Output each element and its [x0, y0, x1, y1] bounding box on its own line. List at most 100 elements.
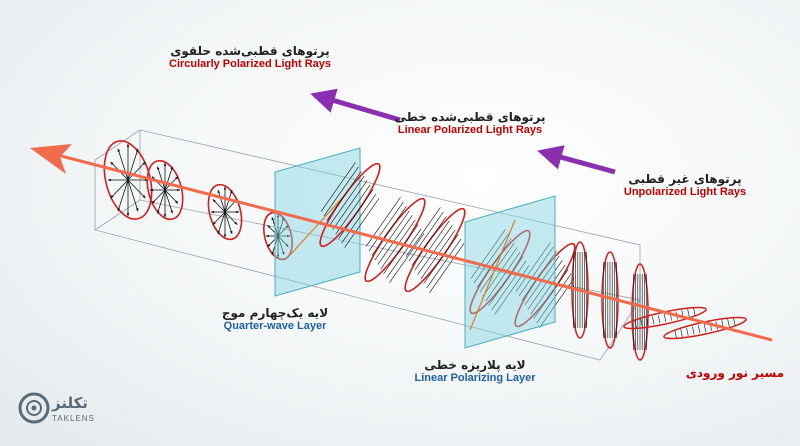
hatch-line	[389, 233, 425, 283]
unpolarized-wave	[571, 241, 747, 361]
hatch-line	[332, 180, 368, 230]
circular-label-fa: پرتوهای قطبی‌شده حلقوی	[170, 44, 330, 58]
vertical-lobe	[571, 241, 589, 339]
hatch-line	[323, 166, 359, 217]
linear-label: پرتوهای قطبی‌شده خطی Linear Polarized Li…	[380, 110, 560, 136]
hatch-line	[426, 238, 462, 289]
hatch-line	[414, 220, 450, 271]
circular-ellipse	[103, 140, 153, 220]
hatch-line	[429, 243, 465, 293]
hatch-line	[491, 260, 527, 311]
light-beam	[37, 148, 773, 342]
radial-arrow	[164, 166, 173, 191]
hatch-line	[371, 206, 407, 256]
radial-arrow	[224, 211, 233, 235]
linear-polarizer-label: لایه پلاریزه خطی Linear Polarizing Layer	[395, 358, 555, 384]
horizontal-hatch	[663, 314, 667, 322]
horizontal-hatch	[733, 317, 736, 326]
logo-text-fa: تکلنز	[52, 394, 88, 412]
horizontal-hatch	[674, 330, 677, 339]
direction-arrow-circular	[310, 88, 401, 123]
hatch-line	[518, 246, 554, 297]
radial-arrow	[267, 235, 279, 248]
circular-label: پرتوهای قطبی‌شده حلقوی Circularly Polari…	[150, 44, 350, 70]
radial-arrow	[110, 179, 129, 199]
horizontal-hatch	[698, 325, 701, 334]
radial-arrow	[224, 189, 233, 213]
hatch-line	[536, 273, 572, 324]
taklens-logo-icon	[18, 392, 50, 424]
radial-arrow	[157, 189, 166, 214]
radial-arrow	[127, 179, 146, 199]
hatch-line	[326, 171, 362, 221]
radial-arrow	[127, 161, 146, 181]
light-path-label: مسیر نور ورودی	[680, 366, 790, 380]
hatch-line	[423, 234, 459, 284]
radial-arrow	[164, 189, 179, 204]
radial-arrow	[277, 216, 285, 237]
hatch-line	[344, 198, 380, 248]
light-path-label-fa: مسیر نور ورودی	[685, 366, 785, 380]
linear-wave	[319, 162, 576, 328]
horizontal-hatch	[640, 319, 643, 327]
hatch-line	[515, 242, 551, 292]
circular-wave	[103, 140, 293, 261]
hatch-line	[341, 193, 377, 244]
radial-arrow	[157, 166, 166, 191]
hatch-line	[335, 184, 371, 235]
unpolarized-label-en: Unpolarized Light Rays	[623, 186, 747, 198]
hatch-line	[377, 215, 413, 265]
hatch-line	[470, 229, 506, 279]
hatch-line	[411, 216, 447, 266]
hatch-line	[386, 228, 422, 279]
hatch-line	[408, 211, 444, 262]
quarter-wave-label-en: Quarter-wave Layer	[223, 320, 327, 332]
radial-arrow	[117, 148, 129, 181]
hatch-line	[417, 225, 453, 275]
wireframe-box	[94, 129, 641, 361]
linear-polarizer-label-en: Linear Polarizing Layer	[414, 372, 536, 384]
unpolarized-label-fa: پرتوهای غیر قطبی	[628, 172, 742, 186]
hatch-line	[530, 264, 566, 315]
radial-arrow	[277, 235, 285, 256]
hatch-line	[476, 238, 512, 288]
quarter-wave-label: لایه یک‌چهارم موج Quarter-wave Layer	[205, 306, 345, 332]
hatch-line	[329, 175, 365, 226]
hatch-line	[482, 247, 518, 297]
quarter-wave-label-fa: لایه یک‌چهارم موج	[221, 306, 329, 320]
logo-text-en: TAKLENS	[52, 414, 95, 423]
hatch-line	[320, 162, 356, 212]
horizontal-hatch	[703, 324, 707, 332]
hatch-line	[405, 207, 441, 257]
horizontal-hatch	[692, 326, 695, 335]
linear-label-fa: پرتوهای قطبی‌شده خطی	[394, 110, 546, 124]
horizontal-hatch	[680, 329, 683, 337]
hatch-line	[527, 260, 563, 310]
radial-arrow	[127, 179, 139, 212]
radial-arrow	[267, 224, 279, 237]
radial-arrow	[117, 179, 129, 212]
linear-polarizer-label-fa: لایه پلاریزه خطی	[424, 358, 526, 372]
radial-arrow	[212, 199, 226, 213]
hatch-line	[383, 224, 419, 274]
direction-arrow-linear	[537, 145, 616, 175]
hatch-line	[368, 201, 404, 252]
horizontal-hatch	[687, 309, 690, 317]
horizontal-hatch	[658, 315, 661, 324]
hatch-line	[521, 251, 557, 301]
hatch-line	[473, 233, 509, 284]
horizontal-hatch	[686, 327, 689, 336]
radial-arrow	[277, 235, 289, 248]
hatch-line	[485, 251, 521, 302]
horizontal-hatch	[646, 317, 649, 326]
radial-arrow	[212, 211, 226, 225]
radial-arrow	[217, 211, 226, 235]
horizontal-hatch	[727, 319, 730, 327]
circular-label-en: Circularly Polarized Light Rays	[169, 58, 331, 70]
horizontal-hatch	[652, 316, 655, 325]
horizontal-hatch	[634, 320, 637, 329]
hatch-line	[365, 197, 401, 247]
quarter-wave-axis	[289, 194, 346, 256]
unpolarized-label: پرتوهای غیر قطبی Unpolarized Light Rays	[600, 172, 770, 198]
